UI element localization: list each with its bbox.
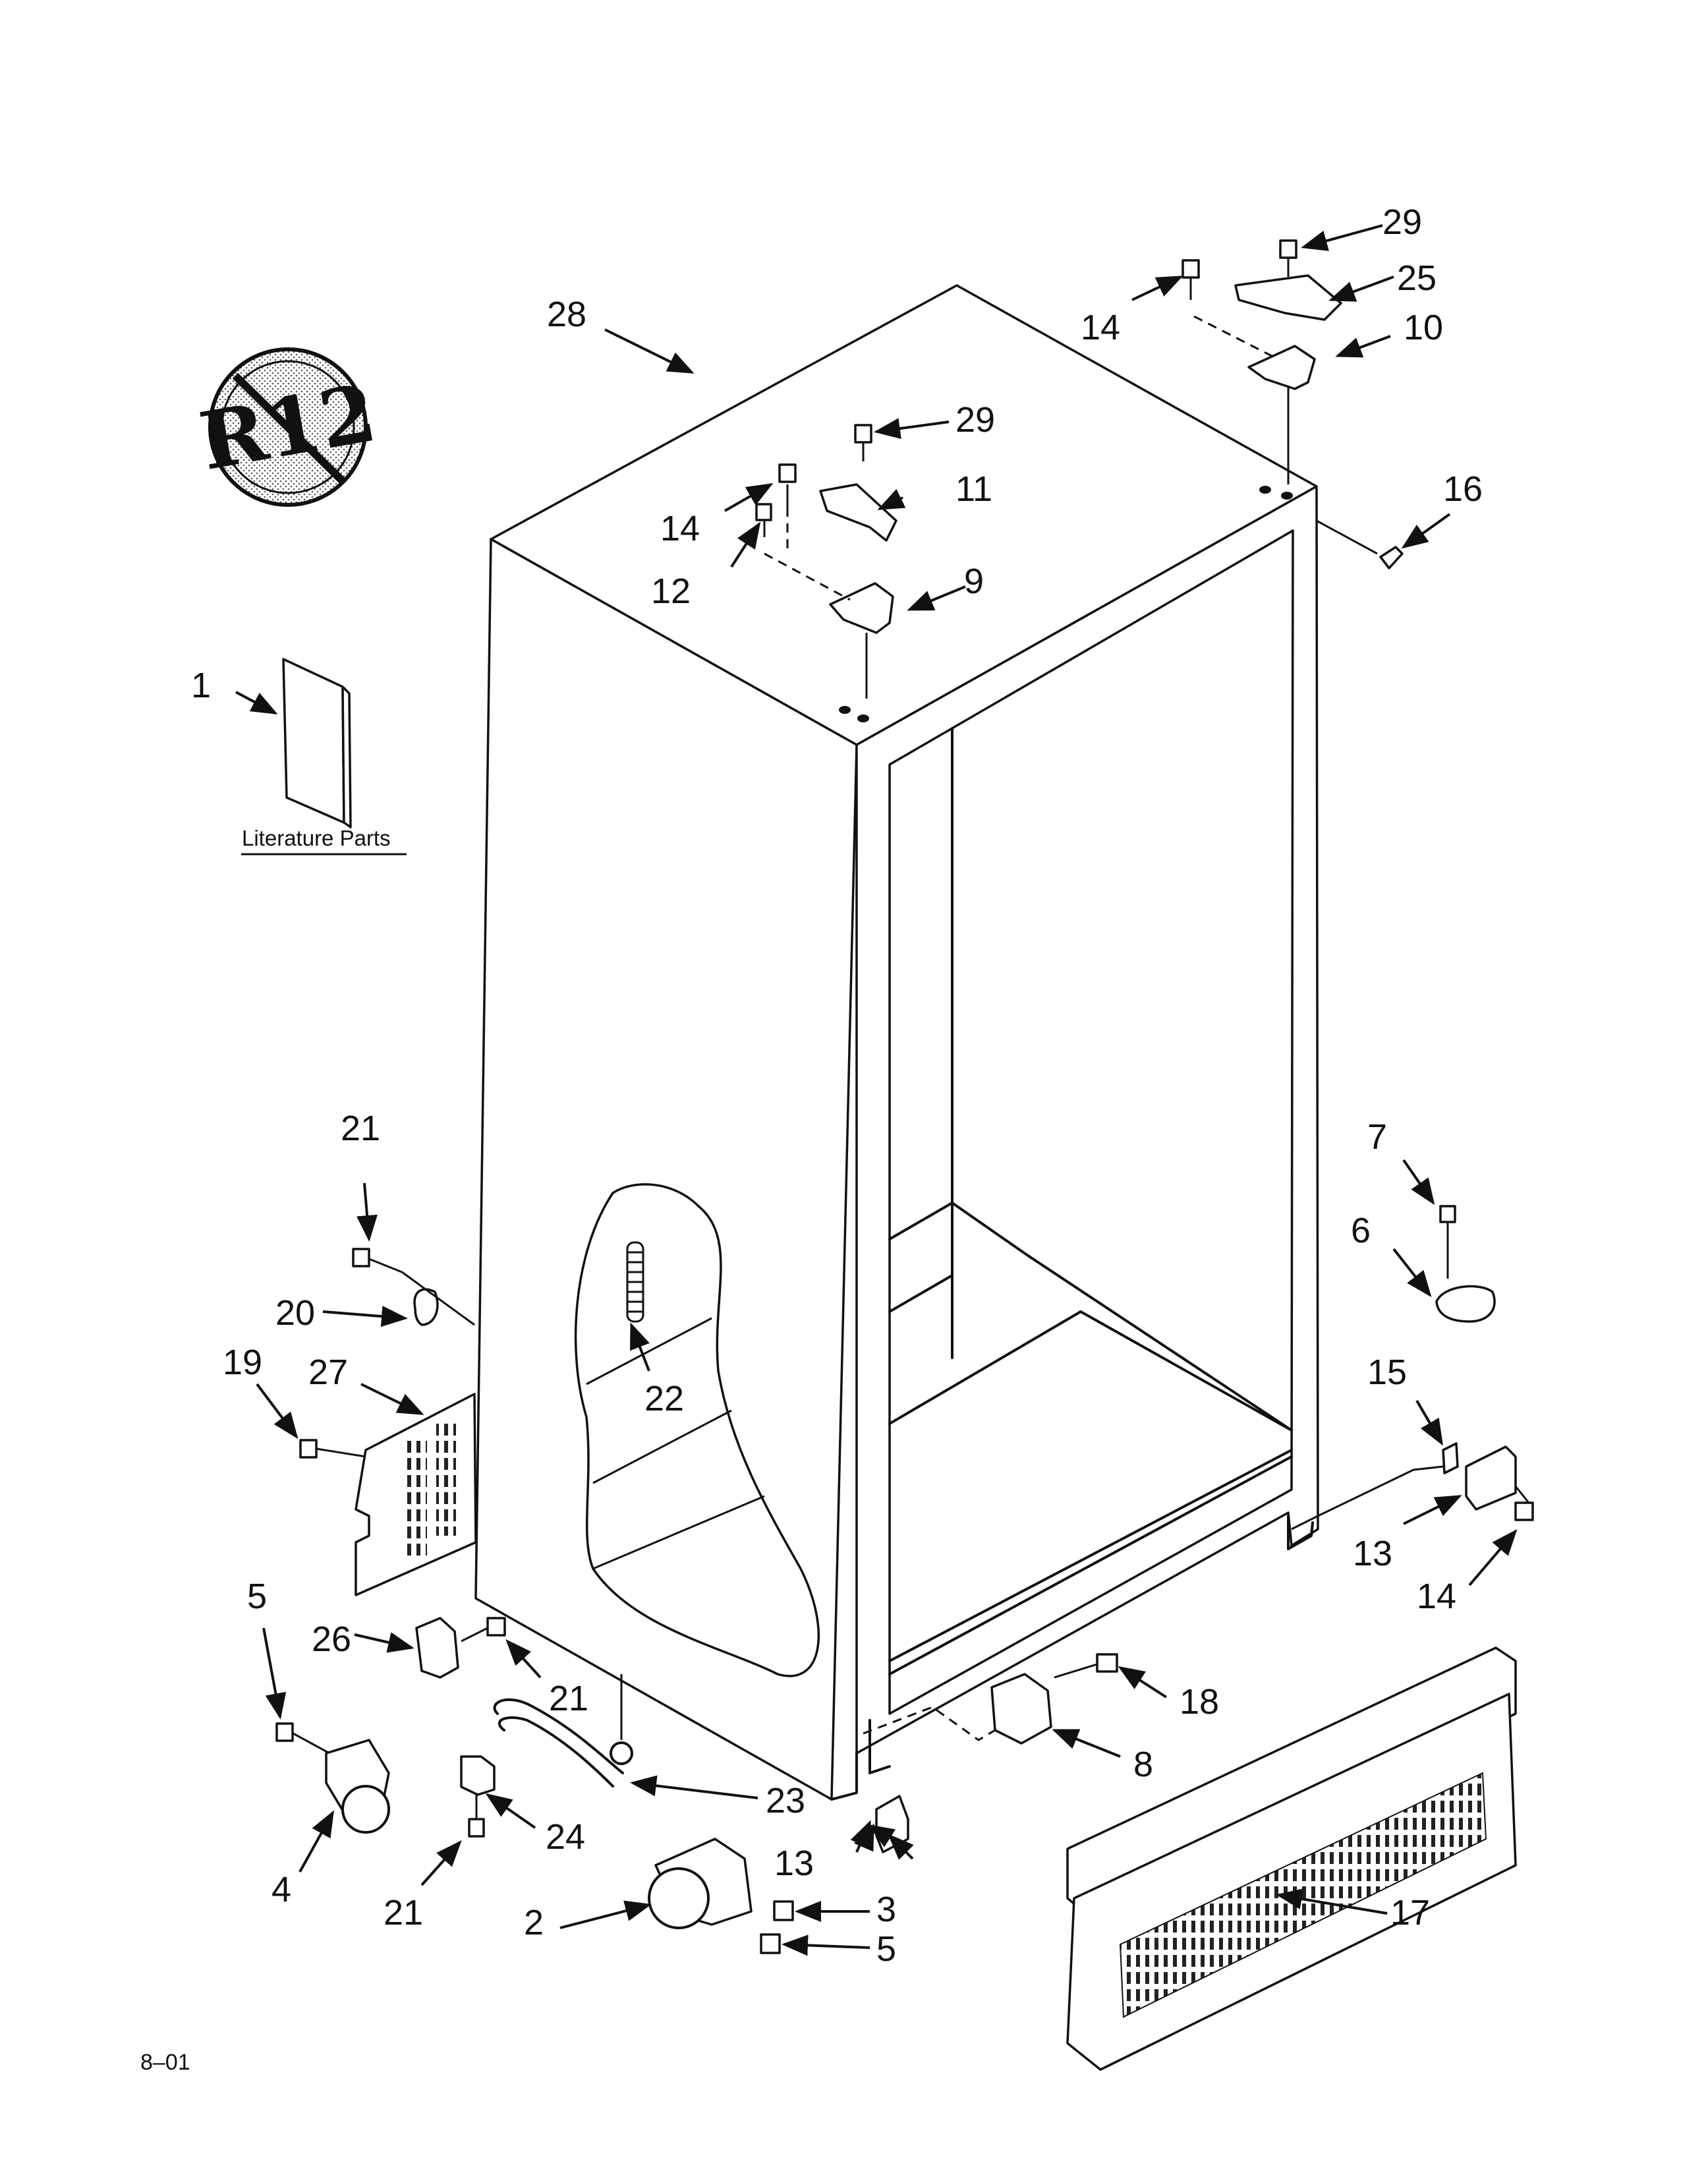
- hinge-pin-assembly-right: [1435, 1205, 1496, 1323]
- roller-assembly-left: [275, 1722, 390, 1834]
- callout-arrows: [235, 224, 1518, 1956]
- callout-17: 17: [1390, 1893, 1430, 1933]
- callout-21b: 21: [549, 1679, 588, 1718]
- callout-12: 12: [651, 571, 691, 611]
- cabinet: [474, 284, 1319, 1801]
- no-r12-symbol: R12: [194, 347, 383, 507]
- callout-21c: 21: [384, 1893, 423, 1933]
- callout-29b: 29: [1382, 202, 1422, 242]
- callout-19: 19: [223, 1343, 262, 1382]
- callout-3: 3: [876, 1890, 896, 1929]
- hinge-part-26: [415, 1617, 506, 1679]
- callout-2: 2: [524, 1903, 544, 1942]
- callout-14c: 14: [1417, 1577, 1456, 1616]
- screw-and-clip-left: [352, 1248, 475, 1326]
- callout-18: 18: [1180, 1682, 1219, 1722]
- literature-parts-label: Literature Parts: [242, 826, 391, 850]
- callout-26: 26: [312, 1619, 351, 1659]
- callout-10: 10: [1404, 308, 1443, 347]
- callout-28: 28: [547, 295, 586, 334]
- callout-22: 22: [644, 1379, 684, 1418]
- callout-16: 16: [1443, 469, 1483, 509]
- callout-23: 23: [766, 1781, 805, 1820]
- upper-hinge-right: [1181, 239, 1342, 484]
- drain-tube-part: [626, 1241, 644, 1323]
- callout-labels: 1 2 3 4 5 5 6 7 8 9 10 11 12 13 13 14 14…: [140, 202, 1483, 2075]
- base-grille-part: [1066, 1646, 1517, 2071]
- callout-1: 1: [191, 666, 211, 705]
- callout-5b: 5: [876, 1929, 896, 1969]
- bracket-part-13-front: [875, 1795, 909, 1853]
- callout-15: 15: [1367, 1352, 1407, 1392]
- roller-assembly-front: [648, 1838, 794, 1954]
- callout-21a: 21: [341, 1109, 380, 1148]
- callout-14a: 14: [660, 509, 700, 548]
- control-bracket-part: [299, 1393, 477, 1596]
- callout-7: 7: [1367, 1117, 1387, 1157]
- bracket-right-lower: [1291, 1442, 1534, 1530]
- clip-part-8: [863, 1653, 1118, 1745]
- footer-code: 8–01: [140, 2050, 190, 2075]
- callout-13b: 13: [774, 1844, 814, 1883]
- callout-13a: 13: [1353, 1534, 1392, 1573]
- callout-8: 8: [1133, 1745, 1153, 1784]
- water-tube-part: [460, 1674, 633, 1838]
- callout-27: 27: [308, 1352, 348, 1392]
- upper-hinge-left: [755, 424, 897, 699]
- callout-9: 9: [964, 562, 984, 601]
- callout-14b: 14: [1081, 308, 1120, 347]
- callout-11: 11: [955, 469, 992, 509]
- callout-20: 20: [275, 1293, 315, 1333]
- clip-part-16: [1379, 546, 1404, 569]
- callout-4: 4: [271, 1870, 291, 1909]
- literature-book: [241, 658, 407, 856]
- callout-25: 25: [1397, 258, 1437, 298]
- callout-5a: 5: [247, 1577, 267, 1616]
- callout-24: 24: [546, 1817, 585, 1857]
- callout-6: 6: [1351, 1211, 1371, 1250]
- callout-29a: 29: [955, 400, 995, 440]
